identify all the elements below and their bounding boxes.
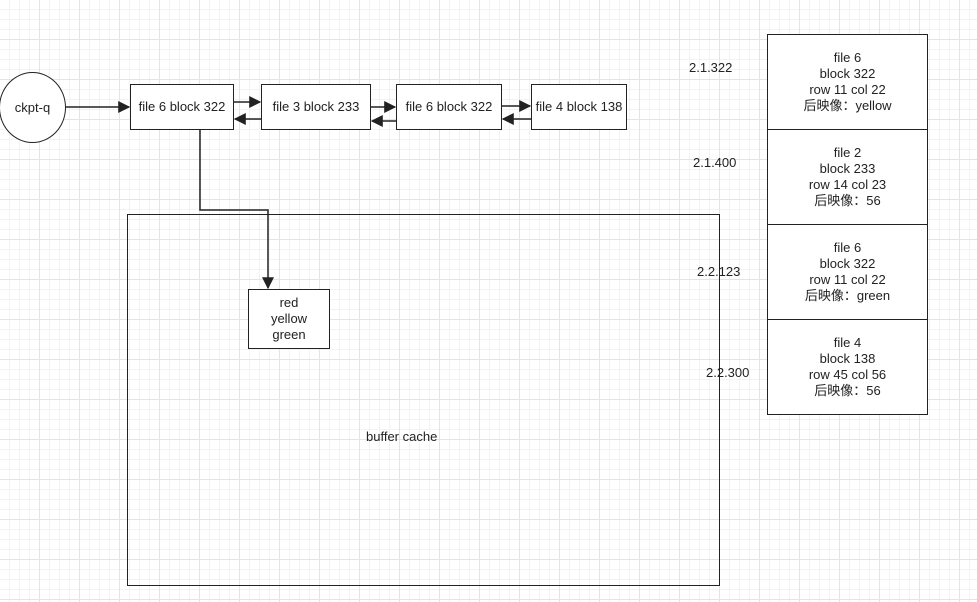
node1-to-buffer-arrow — [199, 130, 274, 290]
buffer-line: yellow — [270, 311, 308, 326]
queue-node-label: file 4 block 138 — [535, 99, 623, 114]
queue-node-1: file 6 block 322 — [130, 84, 234, 130]
redo-line: block 138 — [819, 351, 876, 366]
ckpt-q-label: ckpt-q — [14, 99, 51, 115]
redo-entry-3: file 6 block 322 row 11 col 22 后映像：green — [767, 224, 928, 320]
redo-line: row 45 col 56 — [808, 367, 887, 382]
redo-line: row 11 col 22 — [809, 272, 886, 287]
redo-line: 后映像：green — [804, 288, 891, 303]
buffer-line: red — [279, 295, 299, 310]
redo-line: 后映像：yellow — [803, 98, 892, 113]
redo-line: file 4 — [833, 335, 862, 350]
redo-line: block 322 — [819, 66, 876, 81]
redo-line: block 233 — [819, 161, 876, 176]
buffer-cache-region: buffer cache — [127, 214, 720, 586]
queue-node-2: file 3 block 233 — [261, 84, 371, 130]
redo-line: file 2 — [833, 145, 862, 160]
redo-line: 后映像：56 — [814, 193, 881, 208]
redo-scn-label: 2.1.400 — [693, 155, 737, 170]
queue-node-label: file 6 block 322 — [405, 99, 493, 114]
buffer-cache-label: buffer cache — [366, 429, 438, 444]
redo-entry-2: file 2 block 233 row 14 col 23 后映像：56 — [767, 129, 928, 225]
queue-node-label: file 6 block 322 — [138, 99, 226, 114]
redo-line: file 6 — [833, 240, 862, 255]
buffer-line: green — [272, 327, 306, 342]
redo-scn-label: 2.1.322 — [689, 60, 733, 75]
queue-node-label: file 3 block 233 — [272, 99, 360, 114]
redo-scn-label: 2.2.300 — [706, 365, 750, 380]
queue-node-4: file 4 block 138 — [531, 84, 627, 130]
buffer-block: red yellow green — [248, 289, 330, 349]
redo-line: file 6 — [833, 50, 862, 65]
redo-scn-label: 2.2.123 — [697, 264, 741, 279]
redo-line: 后映像：56 — [814, 383, 881, 398]
redo-line: block 322 — [819, 256, 876, 271]
redo-line: row 14 col 23 — [808, 177, 887, 192]
redo-entry-4: file 4 block 138 row 45 col 56 后映像：56 — [767, 319, 928, 415]
redo-entry-1: file 6 block 322 row 11 col 22 后映像：yello… — [767, 34, 928, 130]
queue-node-3: file 6 block 322 — [396, 84, 502, 130]
redo-line: row 11 col 22 — [809, 82, 886, 97]
ckpt-q-node: ckpt-q — [0, 72, 66, 143]
